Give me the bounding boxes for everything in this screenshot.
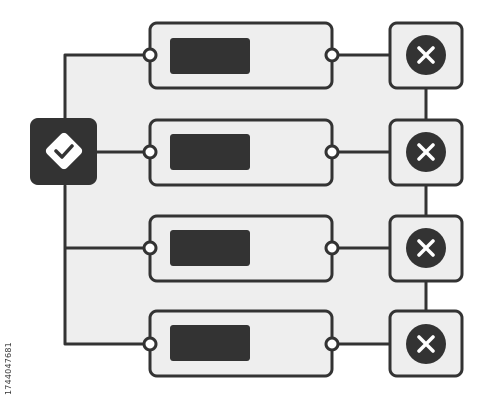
checkmark-diamond-icon [45, 132, 83, 170]
process-block-1-placeholder-bar [170, 38, 250, 74]
diagram-background-panel [65, 55, 427, 345]
x-close-icon [406, 132, 446, 172]
stock-image-id: 1744047681 [4, 342, 13, 395]
connector-dot-right-3 [324, 240, 340, 256]
x-close-icon [406, 324, 446, 364]
connector-dot-right-1 [324, 47, 340, 63]
connector-dot-right-4 [324, 336, 340, 352]
process-block-3-placeholder-bar [170, 230, 250, 266]
connector-dot-right-2 [324, 144, 340, 160]
x-close-icon [406, 228, 446, 268]
connector-dot-left-1 [142, 47, 158, 63]
trunk-line-bottom [63, 184, 152, 346]
process-row-4 [142, 309, 464, 378]
process-row-1 [142, 21, 464, 90]
connector-dot-left-3 [142, 240, 158, 256]
process-block-2-placeholder-bar [170, 134, 250, 170]
process-row-3 [142, 214, 464, 283]
start-node [30, 118, 97, 185]
connector-dot-left-2 [142, 144, 158, 160]
connector-dot-left-4 [142, 336, 158, 352]
process-row-2 [142, 118, 464, 187]
trunk-line-top [63, 53, 152, 122]
process-block-4-placeholder-bar [170, 325, 250, 361]
x-close-icon [406, 35, 446, 75]
